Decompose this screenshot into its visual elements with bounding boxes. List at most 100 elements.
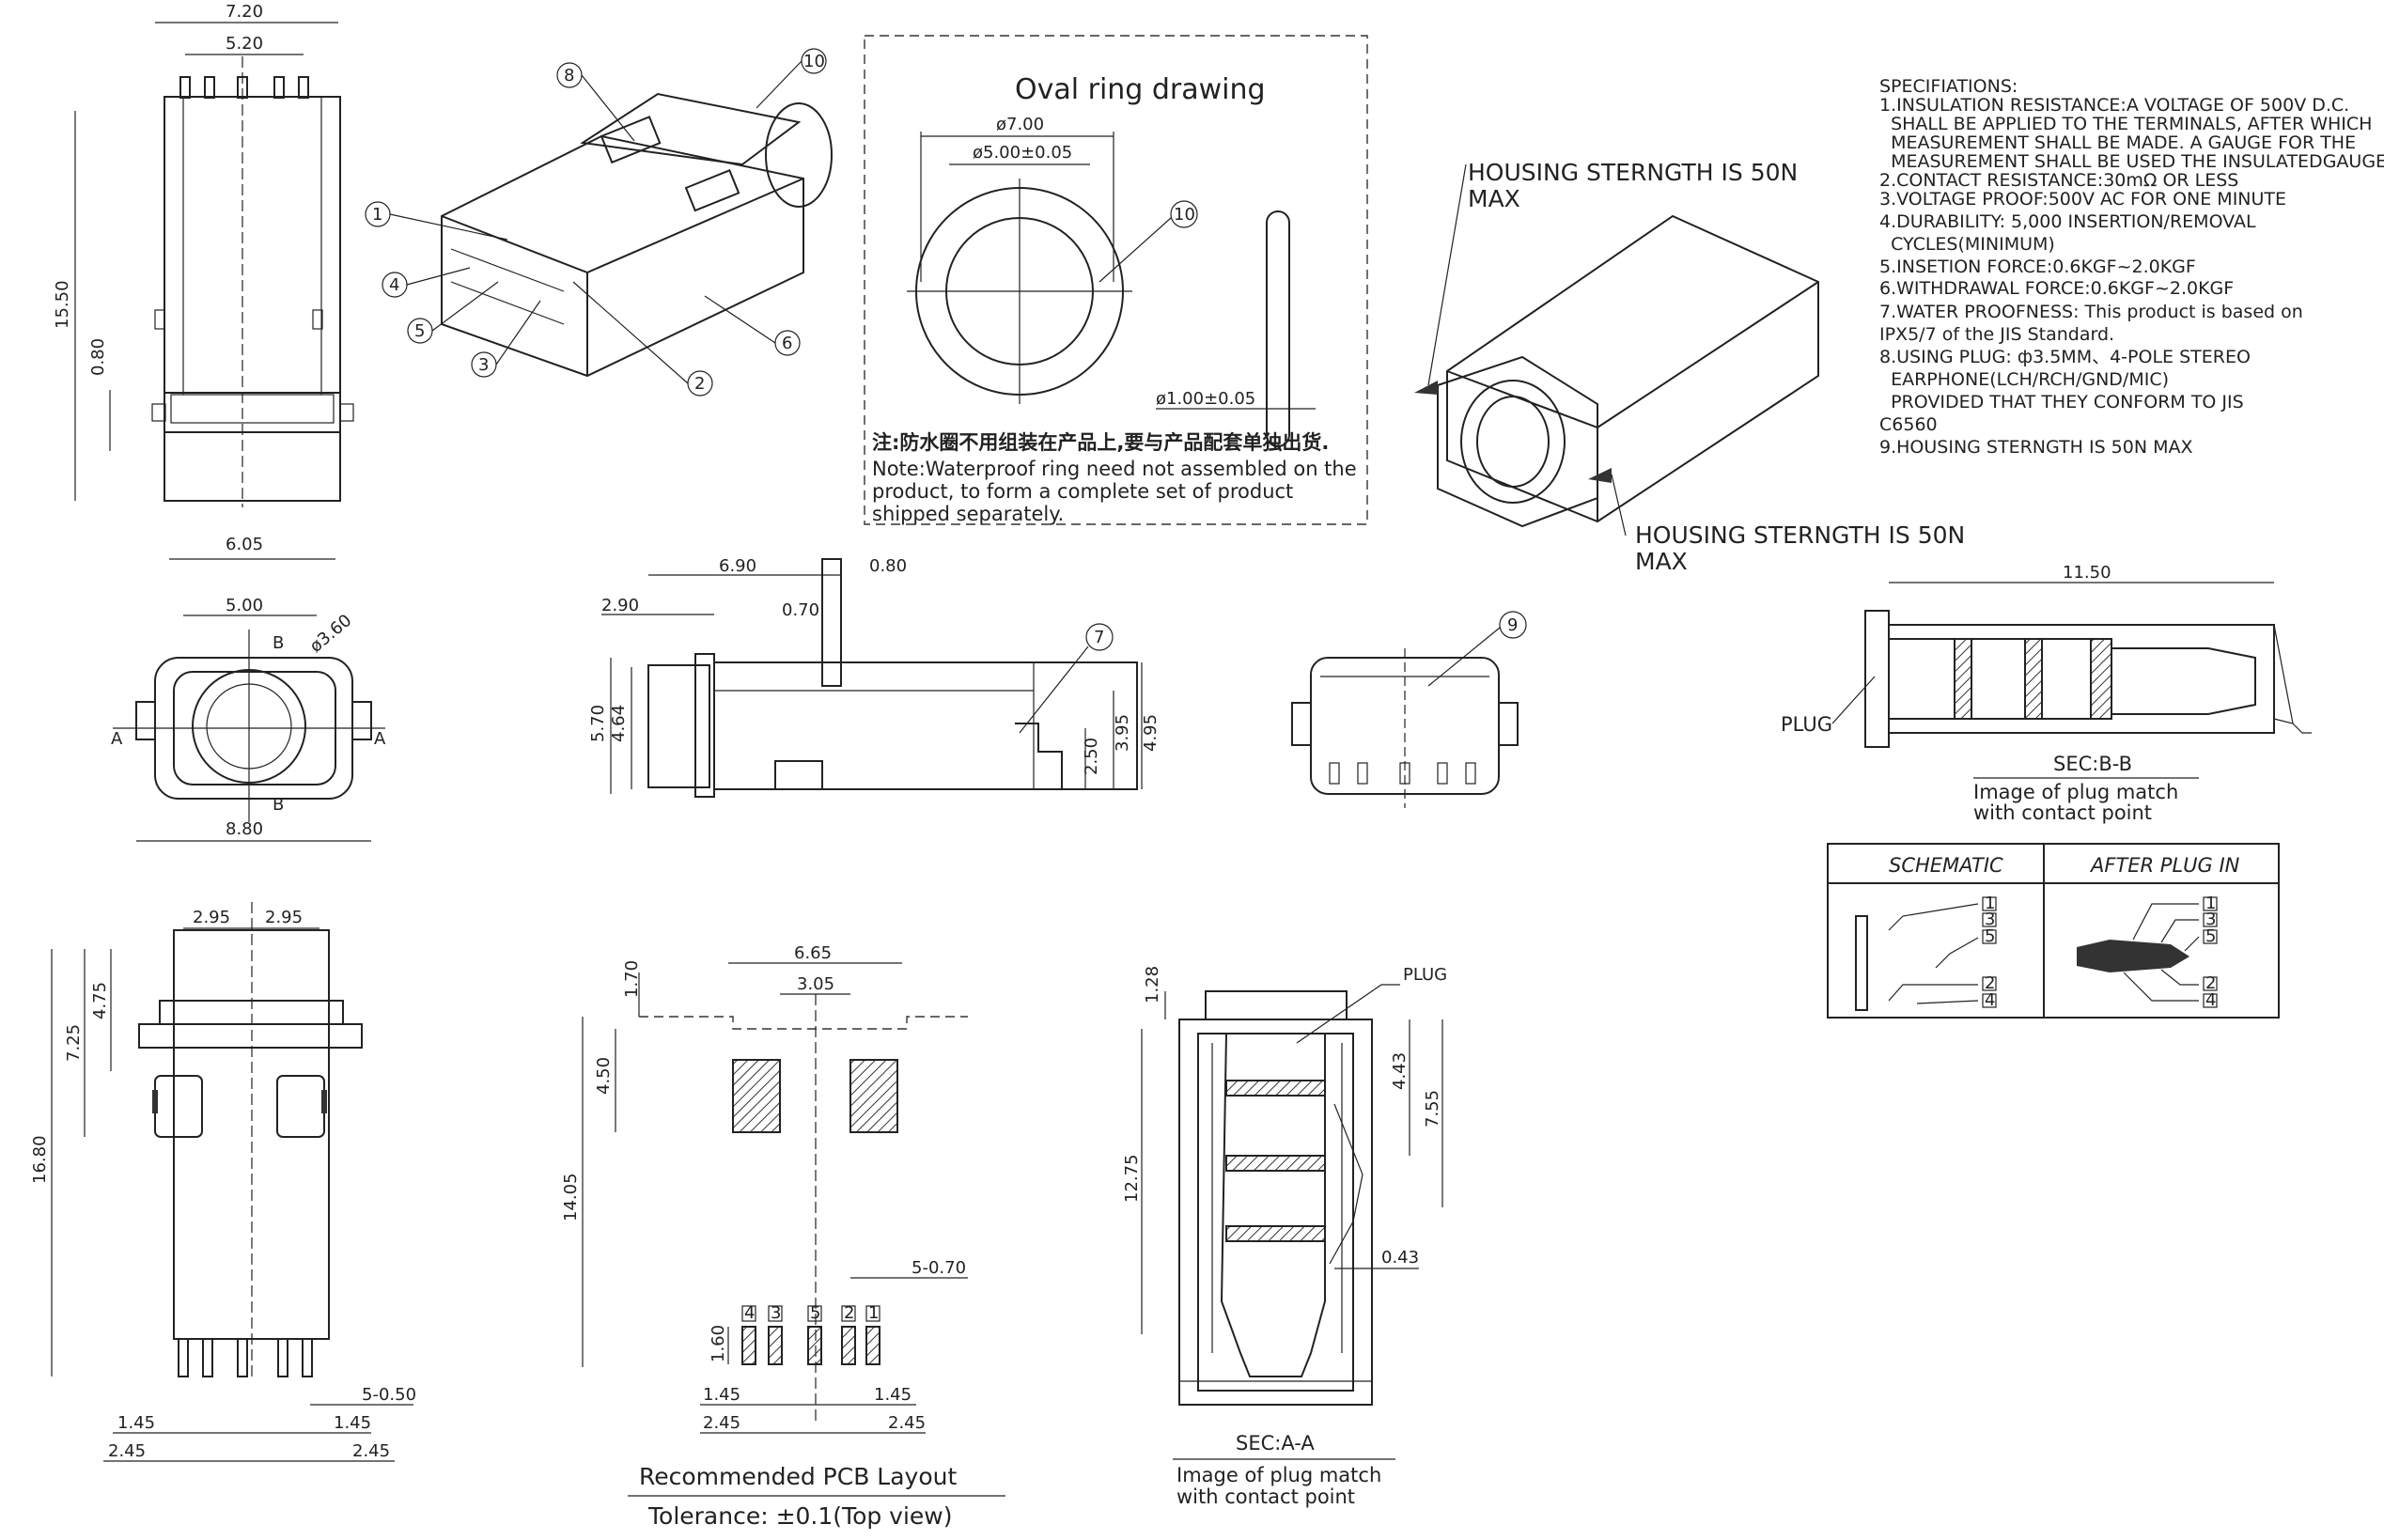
spec-line-14: EARPHONE(LCH/RCH/GND/MIC) xyxy=(1879,369,2169,390)
after-plug-header: AFTER PLUG IN xyxy=(2089,854,2240,877)
spec-line-13: 8.USING PLUG: ф3.5MM、4-POLE STEREO xyxy=(1879,347,2251,367)
dim-2-45-right: 2.45 xyxy=(352,1441,390,1461)
bottom-view-pins xyxy=(178,1338,313,1377)
spec-line-4: MEASUREMENT SHALL BE USED THE INSULATEDG… xyxy=(1879,151,2384,172)
oval-ring-note-en-3: shipped separately. xyxy=(872,503,1064,525)
oval-ring-outer-dia: ø7.00 xyxy=(996,115,1044,134)
pcb-dim-1-45-right: 1.45 xyxy=(874,1385,912,1405)
sec-bb-view: 11.50 PLUG SEC:B-B Image of plug match w… xyxy=(1781,563,2312,824)
dim-2-95-left: 2.95 xyxy=(193,908,230,927)
spec-line-11: 7.WATER PROOFNESS: This product is based… xyxy=(1879,302,2303,322)
dim-0-80-side: 0.80 xyxy=(869,556,907,576)
schem-pin-a3: 3 xyxy=(1985,910,1995,929)
pcb-pad-3: 3 xyxy=(771,1303,781,1323)
dim-6-90: 6.90 xyxy=(719,556,756,576)
schematic-table: SCHEMATIC AFTER PLUG IN 1 3 5 2 4 1 3 5 … xyxy=(1827,843,2280,1019)
spec-line-8: CYCLES(MINIMUM) xyxy=(1879,234,2055,255)
oval-ring-heading: Oval ring drawing xyxy=(1015,73,1266,106)
section-a-right: A xyxy=(374,729,386,749)
pcb-dim-2-45-left: 2.45 xyxy=(703,1413,740,1433)
spec-line-0: SPECIFIATIONS: xyxy=(1879,76,2018,97)
callout-4: 4 xyxy=(389,275,399,295)
side-view: 6.90 0.80 2.90 0.70 5.70 4.64 3.95 4.95 … xyxy=(588,556,1161,798)
specifications-block: SPECIFIATIONS: 1.INSULATION RESISTANCE:A… xyxy=(1879,76,2384,458)
secaa-dim-12-75: 12.75 xyxy=(1122,1154,1142,1203)
callout-2: 2 xyxy=(694,374,705,394)
dim-5-00: 5.00 xyxy=(226,596,263,615)
secaa-dim-4-43: 4.43 xyxy=(1390,1052,1410,1090)
end-view: 9 xyxy=(1291,611,1527,808)
isometric-view: 1 2 3 4 5 6 8 10 xyxy=(365,48,833,397)
dim-2-45-left: 2.45 xyxy=(108,1441,146,1461)
section-a-left: A xyxy=(111,729,123,749)
dim-15-50: 15.50 xyxy=(53,280,72,329)
dim-1-45-left: 1.45 xyxy=(117,1413,155,1433)
spec-line-6: 3.VOLTAGE PROOF:500V AC FOR ONE MINUTE xyxy=(1879,189,2286,210)
pcb-dim-4-50: 4.50 xyxy=(594,1057,614,1095)
pcb-dim-1-45-left: 1.45 xyxy=(703,1385,740,1405)
housing-strength-top-line2: MAX xyxy=(1468,185,1520,212)
pcb-dim-6-65: 6.65 xyxy=(794,943,832,963)
pcb-pad-numbers: 4 3 5 2 1 xyxy=(741,1303,880,1323)
secbb-caption-1: Image of plug match xyxy=(1973,781,2178,803)
oval-ring-callout-10: 10 xyxy=(1174,205,1195,225)
schem-pin-b2: 2 xyxy=(2205,973,2216,993)
callout-5: 5 xyxy=(414,321,425,341)
schem-pin-b1: 1 xyxy=(2205,894,2216,913)
front-view: 5.00 ø3.60 8.80 B B A A xyxy=(111,596,386,842)
schematic-pins-b: 1 3 5 2 4 xyxy=(2203,894,2218,1010)
spec-line-17: 9.HOUSING STERNGTH IS 50N MAX xyxy=(1879,437,2193,458)
dim-2-95-right: 2.95 xyxy=(265,908,303,927)
pcb-tolerance: Tolerance: ±0.1(Top view) xyxy=(647,1502,953,1530)
pcb-dim-5-0-70: 5-0.70 xyxy=(912,1258,966,1278)
dim-7-25: 7.25 xyxy=(64,1024,84,1062)
dim-2-90: 2.90 xyxy=(601,596,639,615)
housing-strength-bottom-line2: MAX xyxy=(1635,548,1688,575)
top-view-pins xyxy=(179,76,309,99)
pcb-pad-2: 2 xyxy=(844,1303,854,1323)
pcb-pad-4: 4 xyxy=(744,1303,755,1323)
callout-1: 1 xyxy=(372,205,382,225)
spec-line-12: IPX5/7 of the JIS Standard. xyxy=(1879,324,2114,345)
oval-ring-panel: Oval ring drawing ø7.00 ø5.00±0.05 10 ø1… xyxy=(864,35,1368,525)
dim-5-0-50: 5-0.50 xyxy=(362,1385,416,1405)
bottom-view: 2.95 2.95 4.75 7.25 16.80 5-0.50 1.45 1.… xyxy=(30,902,416,1462)
end-view-pins xyxy=(1329,762,1476,785)
dim-4-64: 4.64 xyxy=(609,705,629,742)
spec-line-10: 6.WITHDRAWAL FORCE:0.6KGF~2.0KGF xyxy=(1879,278,2234,299)
pcb-pads xyxy=(741,1326,880,1365)
oval-ring-inner-dia: ø5.00±0.05 xyxy=(973,143,1072,163)
schematic-pins-a: 1 3 5 2 4 xyxy=(1982,894,1997,1010)
secbb-dim-11-50: 11.50 xyxy=(2063,563,2111,583)
schem-pin-a5: 5 xyxy=(1985,926,1995,946)
spec-line-9: 5.INSETION FORCE:0.6KGF~2.0KGF xyxy=(1879,257,2196,277)
section-b-bottom: B xyxy=(273,795,284,815)
schem-pin-b5: 5 xyxy=(2205,926,2216,946)
secbb-caption-2: with contact point xyxy=(1973,801,2152,824)
secaa-label: SEC:A-A xyxy=(1236,1432,1315,1454)
schem-pin-a4: 4 xyxy=(1985,990,1995,1010)
callout-10: 10 xyxy=(803,52,825,71)
housing-strength-top-line1: HOUSING STERNGTH IS 50N xyxy=(1468,159,1798,186)
dim-2-50: 2.50 xyxy=(1082,738,1101,775)
secbb-label: SEC:B-B xyxy=(2053,753,2132,775)
callout-8: 8 xyxy=(564,66,574,86)
secaa-dim-0-43: 0.43 xyxy=(1381,1248,1419,1268)
spec-line-3: MEASUREMENT SHALL BE MADE. A GAUGE FOR T… xyxy=(1879,132,2356,153)
oval-ring-note-en-1: Note:Waterproof ring need not assembled … xyxy=(872,458,1357,480)
dim-3-95: 3.95 xyxy=(1113,714,1132,752)
schematic-header: SCHEMATIC xyxy=(1889,854,2003,877)
pcb-title: Recommended PCB Layout xyxy=(639,1463,957,1490)
pcb-dim-2-45-right: 2.45 xyxy=(888,1413,926,1433)
schem-pin-a2: 2 xyxy=(1985,973,1995,993)
secaa-plug: PLUG xyxy=(1403,965,1447,985)
sec-aa-view: PLUG 1.28 4.43 7.55 12.75 0.43 SEC:A-A I… xyxy=(1122,965,1447,1508)
schem-pin-a1: 1 xyxy=(1985,894,1995,913)
spec-line-16: C6560 xyxy=(1879,414,1938,435)
top-view: 7.20 5.20 15.50 0.80 6.05 xyxy=(53,2,354,560)
housing-strength-view: HOUSING STERNGTH IS 50N MAX HOUSING STER… xyxy=(1414,159,1965,575)
spec-line-7: 4.DURABILITY: 5,000 INSERTION/REMOVAL xyxy=(1879,211,2256,232)
spec-line-2: SHALL BE APPLIED TO THE TERMINALS, AFTER… xyxy=(1879,114,2372,134)
dim-4-95: 4.95 xyxy=(1141,714,1161,752)
dim-16-80: 16.80 xyxy=(30,1135,50,1184)
